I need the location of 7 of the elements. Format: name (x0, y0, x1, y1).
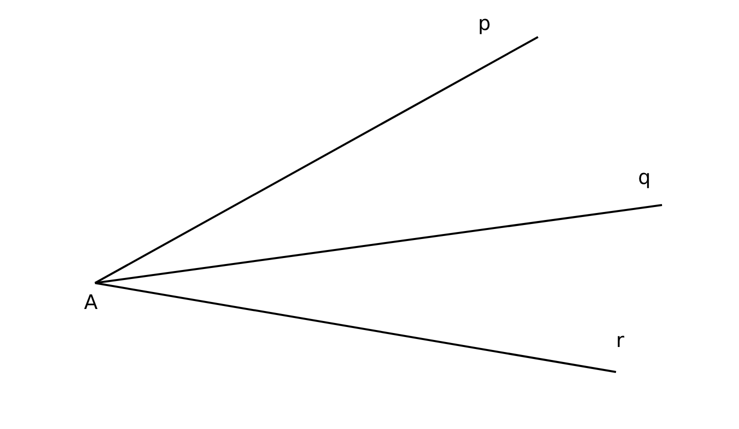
point-label: p (478, 12, 491, 34)
point-label: r (616, 329, 624, 351)
point-label: q (638, 166, 651, 188)
ray-line (94, 282, 616, 373)
ray-line (94, 36, 538, 284)
ray-line (94, 204, 662, 284)
point-label: A (84, 291, 98, 313)
